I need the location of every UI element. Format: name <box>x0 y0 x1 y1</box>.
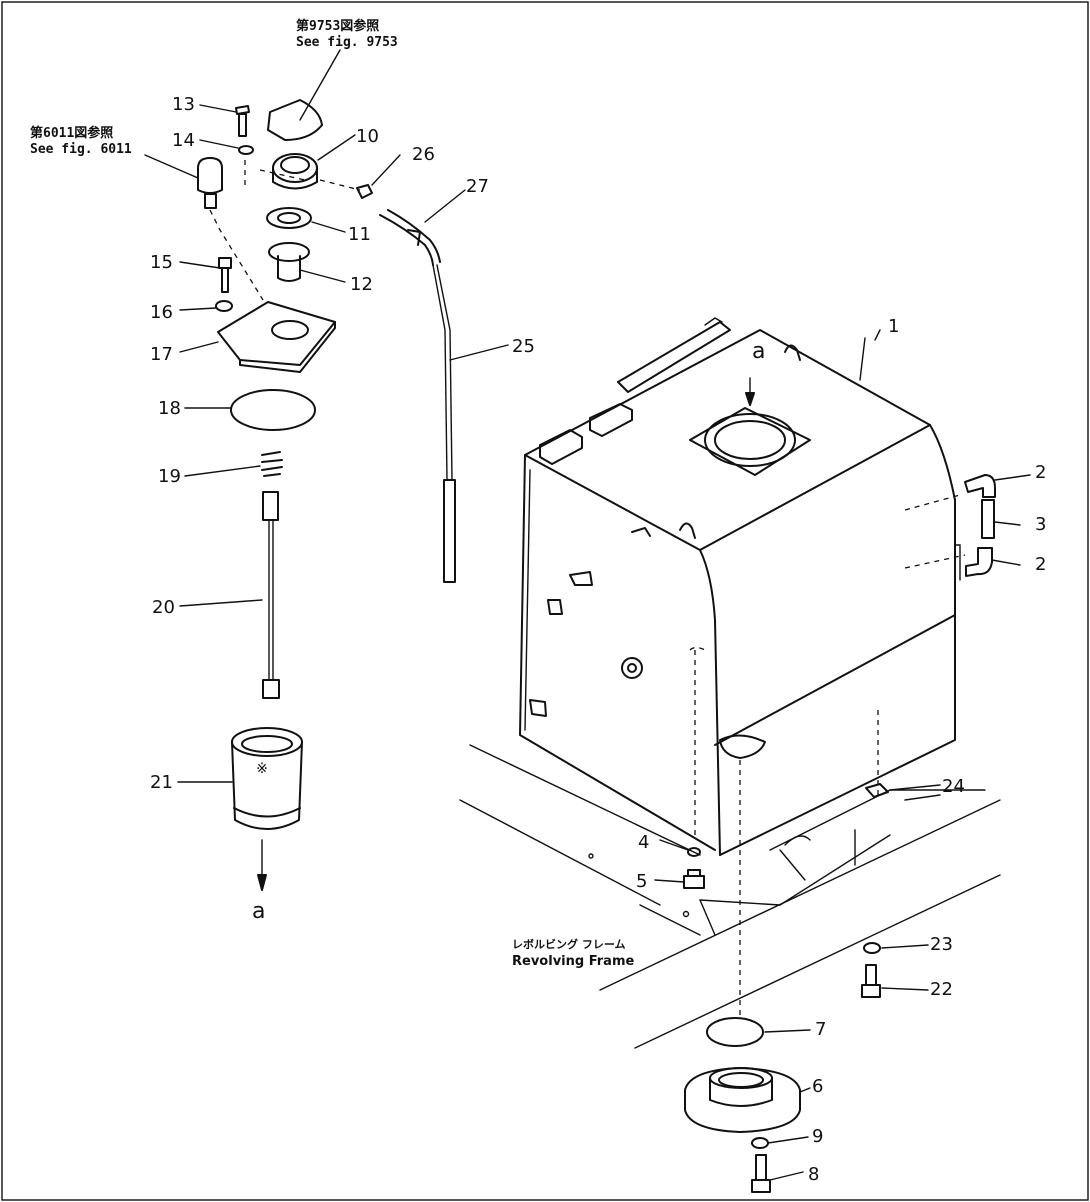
callout-12: 12 <box>350 274 373 295</box>
arrow-label-top: a <box>752 339 765 364</box>
revolving-frame-drawing <box>459 744 1001 1049</box>
callout-4: 4 <box>638 832 649 853</box>
callout-22: 22 <box>930 979 953 1000</box>
callout-16: 16 <box>150 302 173 323</box>
ref-note-left-en: See fig. 6011 <box>30 142 132 157</box>
ref-note-left-jp: 第6011図参照 <box>30 125 113 141</box>
callout-11: 11 <box>348 224 371 245</box>
callout-26: 26 <box>412 144 435 165</box>
callout-15: 15 <box>150 252 173 273</box>
ref-note-top-jp: 第9753図参照 <box>296 18 379 34</box>
ref-note-top-en: See fig. 9753 <box>296 35 398 50</box>
drain-parts <box>683 847 801 1193</box>
callout-18: 18 <box>158 398 181 419</box>
callout-10: 10 <box>356 126 379 147</box>
callout-3: 3 <box>1035 514 1046 535</box>
callout-7: 7 <box>815 1019 826 1040</box>
callout-2b: 2 <box>1035 554 1046 575</box>
hydraulic-tank-drawing <box>244 160 966 1020</box>
callout-20: 20 <box>152 597 175 618</box>
mount-bolt-parts <box>861 783 889 998</box>
frame-label-jp: レボルビング フレーム <box>512 937 626 951</box>
callout-19: 19 <box>158 466 181 487</box>
callout-21: 21 <box>150 772 173 793</box>
svg-text:※: ※ <box>256 761 268 777</box>
callout-14: 14 <box>172 130 195 151</box>
callout-8: 8 <box>808 1164 819 1185</box>
callout-24: 24 <box>942 776 965 797</box>
elbow-and-tube-parts <box>954 474 996 581</box>
callout-2a: 2 <box>1035 462 1046 483</box>
callout-25: 25 <box>512 336 535 357</box>
frame-label-en: Revolving Frame <box>512 954 634 969</box>
callout-27: 27 <box>466 176 489 197</box>
callout-13: 13 <box>172 94 195 115</box>
callout-23: 23 <box>930 934 953 955</box>
leader-lines <box>144 49 1031 1181</box>
arrow-label-bottom: a <box>252 899 265 924</box>
callout-5: 5 <box>636 871 647 892</box>
callout-9: 9 <box>812 1126 823 1147</box>
level-gauge-drawing <box>379 209 456 583</box>
callout-1: 1 <box>888 316 899 337</box>
callout-6: 6 <box>812 1076 823 1097</box>
filter-assembly-drawing: ※ <box>197 99 373 891</box>
callout-17: 17 <box>150 344 173 365</box>
